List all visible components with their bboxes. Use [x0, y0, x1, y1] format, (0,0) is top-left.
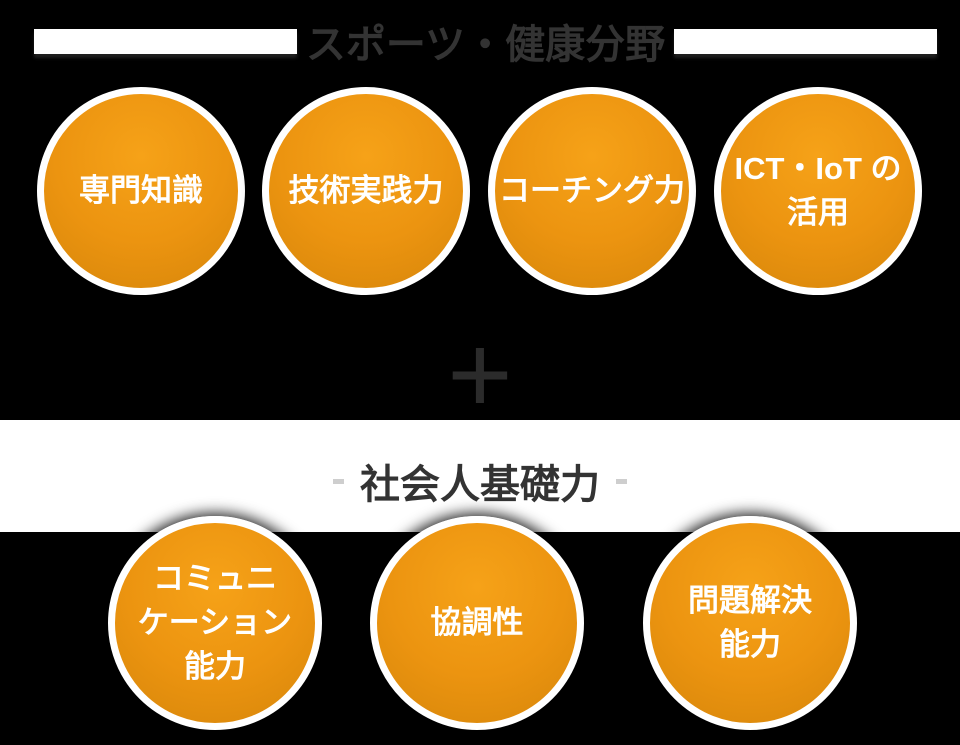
- circle-mondai-kaiketsu-noryoku: 問題解決 能力: [643, 516, 857, 730]
- bottom-section-header: 社会人基礎力: [0, 456, 960, 507]
- circle-kyochosei: 協調性: [370, 516, 584, 730]
- circle-gijutsu-jissenryoku: 技術実践力: [262, 87, 470, 295]
- bottom-section-title: 社会人基礎力: [360, 463, 600, 507]
- circle-senmon-chishiki: 専門知識: [37, 87, 245, 295]
- plus-icon: +: [425, 312, 535, 437]
- circle-ict-iot-katsuyo: ICT・IoT の 活用: [714, 87, 922, 295]
- title-dash-left: [333, 478, 344, 484]
- circle-label-line: ICT・IoT の: [734, 151, 902, 186]
- circle-label-line: 専門知識: [79, 173, 203, 208]
- circle-communication-noryoku: コミュニ ケーション 能力: [108, 516, 322, 730]
- circle-coaching-ryoku: コーチング力: [488, 87, 696, 295]
- circle-label-line: 技術実践力: [288, 173, 444, 208]
- circle-label-line: 協調性: [430, 605, 524, 640]
- title-bar-right: [674, 28, 938, 54]
- title-bar-left: [34, 28, 297, 54]
- circle-label-line: 能力: [719, 627, 781, 662]
- top-section-header: スポーツ・健康分野: [34, 20, 938, 67]
- circle-label-line: コミュニ: [153, 561, 277, 596]
- plus-symbol: +: [447, 311, 513, 437]
- title-dash-right: [616, 478, 627, 484]
- circle-label-line: ケーション: [137, 605, 293, 640]
- circle-label-line: コーチング力: [499, 173, 685, 208]
- bottom-section-band: [0, 420, 960, 532]
- circle-label-line: 問題解決: [688, 583, 812, 618]
- circle-label-line: 活用: [787, 195, 849, 230]
- top-section-title: スポーツ・健康分野: [305, 23, 666, 67]
- circle-label-line: 能力: [184, 649, 246, 684]
